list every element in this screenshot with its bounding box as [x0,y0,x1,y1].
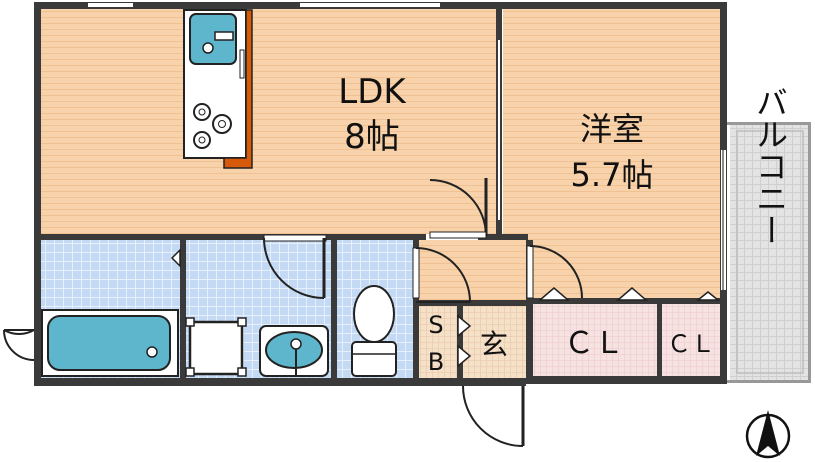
western-room-size: 5.7帖 [571,156,654,194]
walls [34,2,811,386]
stove-icon [193,103,232,149]
north-arrow-icon [745,410,791,459]
doors [3,178,721,447]
western-room-name: 洋室 [580,110,644,148]
shoe-box-label-s: S [428,311,443,339]
balcony-label: バルコニー [751,86,789,246]
hallway-floor [419,240,528,302]
washing-machine-icon [185,317,247,377]
toilet-icon [351,285,397,377]
entrance-floor [463,306,526,378]
washbasin-icon [259,325,329,377]
shoe-box-label-b: B [428,348,444,376]
shoe-box-floor [419,306,457,378]
sink-icon [189,13,237,65]
entrance-label: 玄 [480,328,508,361]
closet-small-label: ＣＬ [667,330,715,358]
western-room-floor [503,8,721,298]
ldk-name: LDK [338,72,407,112]
closet-small-floor [662,304,721,378]
closet-large-label: ＣＬ [564,326,624,361]
kitchen-counter [183,9,253,169]
balcony-floor [730,124,810,380]
bathtub-icon [41,309,179,377]
ldk-floor [40,8,497,234]
ldk-size: 8帖 [344,117,400,157]
closet-large-floor [533,304,657,378]
